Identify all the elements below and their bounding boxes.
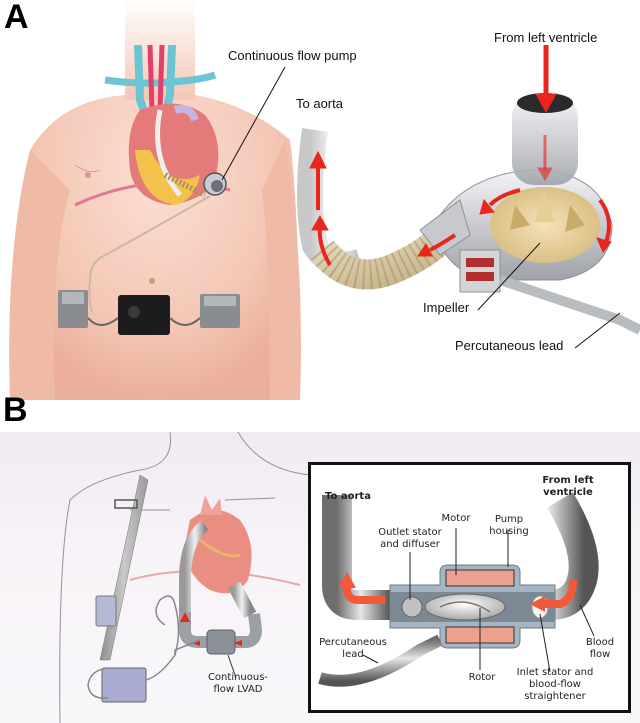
outflow-graft-b [179, 520, 209, 615]
inset-label-perc-line1: Percutaneous [319, 637, 387, 648]
lvad-pump-b [206, 629, 236, 655]
inset-percutaneous-lead [318, 634, 443, 687]
pump-cutaway [297, 45, 640, 349]
implanted-pump [203, 172, 227, 196]
inset-label-percutaneous-lead: Percutaneous lead [318, 637, 388, 661]
inset-leader-lines [362, 528, 595, 673]
label-from-left-ventricle-a: From left ventricle [494, 30, 598, 45]
heart [128, 103, 219, 205]
label-impeller: Impeller [423, 300, 470, 315]
panel-a-illustration [9, 0, 640, 400]
inset-label-from-lv-line2: ventricle [543, 487, 593, 498]
label-lvad-line2: flow LVAD [213, 684, 263, 695]
controller-b [87, 595, 180, 703]
belt-batteries [58, 290, 240, 328]
inflow-cannula-b [227, 581, 257, 619]
inset-label-perc-line2: lead [342, 649, 364, 660]
controller [87, 295, 201, 335]
inset-label-blood-line1: Blood [585, 637, 615, 648]
inset-label-pump-housing-line1: Pump [494, 514, 524, 525]
inset-label-pump-housing-line2: housing [489, 526, 529, 537]
driveline [88, 195, 211, 313]
strap-buckle [114, 499, 138, 509]
panel-b-letter: B [3, 391, 28, 429]
inset-label-inlet-line3: straightener [524, 691, 586, 702]
inset-label-to-aorta: To aorta [325, 491, 371, 502]
inset-label-from-lv-line1: From left [542, 475, 594, 486]
outlet-tube [322, 495, 390, 620]
inset-label-pump-housing: Pump housing [484, 514, 534, 538]
inset-label-outlet-line2: and diffuser [380, 539, 440, 550]
lvad-leader-line [227, 654, 237, 679]
inset-label-outlet-stator: Outlet stator and diffuser [375, 527, 445, 551]
flow-arrows [309, 45, 612, 267]
driveline-b [174, 639, 201, 655]
label-continuous-flow-lvad: Continuous- flow LVAD [198, 672, 278, 696]
inset-label-outlet-line1: Outlet stator [378, 527, 442, 538]
rotor [424, 593, 506, 621]
outlet-stator [401, 596, 423, 618]
motor-top [445, 569, 515, 587]
inset-label-inlet-stator: Inlet stator and blood-flow straightener [510, 667, 600, 703]
panel-a-letter: A [4, 0, 29, 36]
label-lvad-line1: Continuous- [207, 672, 269, 683]
inset-flow-arrows [338, 572, 577, 612]
inset-label-inlet-line2: blood-flow [529, 679, 581, 690]
strap-battery [95, 595, 117, 627]
inset-label-blood-line2: flow [589, 649, 611, 660]
inset-label-inlet-line1: Inlet stator and [516, 667, 594, 678]
inset-label-motor: Motor [441, 513, 471, 524]
body-outline-b [59, 431, 311, 723]
label-to-aorta-a: To aorta [296, 96, 343, 111]
inset-label-from-left-ventricle: From left ventricle [528, 475, 608, 499]
inset-label-rotor: Rotor [468, 672, 496, 683]
inset-label-blood-flow: Blood flow [580, 637, 620, 661]
pump-leader-line [221, 66, 286, 181]
label-continuous-flow-pump: Continuous flow pump [228, 48, 357, 63]
label-percutaneous-lead-a: Percutaneous lead [455, 338, 564, 353]
